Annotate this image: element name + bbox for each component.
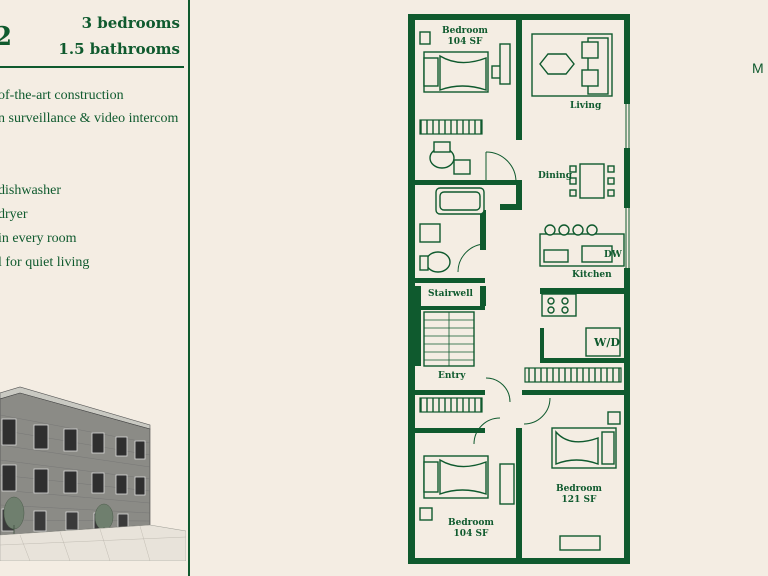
dishwasher-tag: DW (604, 250, 622, 260)
floor-plan: Bedroom 104 SF Living Dining Kitchen DW … (400, 8, 640, 570)
feature-item: l for quiet living (0, 255, 90, 270)
bedroom-top-label: Bedroom 104 SF (442, 26, 488, 48)
feature-item: dryer (0, 207, 28, 222)
feature-item: in every room (0, 231, 77, 246)
kitchen-label: Kitchen (572, 270, 612, 280)
bedroom-bottom-size: 104 SF (453, 529, 489, 539)
floor-plan-drawing (408, 14, 630, 564)
unit-info-panel: 2 3 bedrooms 1.5 bathrooms of-the-art co… (0, 0, 190, 576)
feature-item: dishwasher (0, 183, 61, 198)
bathroom-count: 1.5 bathrooms (58, 40, 180, 58)
bedroom-top-name: Bedroom (442, 26, 488, 36)
header-rule (0, 66, 184, 68)
bedroom-right-name: Bedroom (556, 484, 602, 494)
panel-divider (188, 0, 190, 576)
stairwell-label: Stairwell (428, 289, 473, 299)
washer-dryer-tag: W/D (594, 336, 620, 349)
bedroom-count: 3 bedrooms (81, 14, 180, 32)
feature-item: of-the-art construction (0, 88, 124, 103)
bedroom-top-size: 104 SF (447, 37, 483, 47)
bedroom-right-label: Bedroom 121 SF (556, 484, 602, 506)
entry-label: Entry (438, 371, 466, 381)
feature-item: n surveillance & video intercom (0, 111, 179, 126)
living-label: Living (570, 101, 602, 111)
bedroom-bottom-name: Bedroom (448, 518, 494, 528)
unit-number: 2 (0, 22, 13, 52)
bedroom-bottom-label: Bedroom 104 SF (448, 518, 494, 540)
building-illustration (0, 386, 186, 561)
bedroom-right-size: 121 SF (561, 495, 597, 505)
brand-mark: M (752, 60, 766, 76)
dining-label: Dining (538, 171, 573, 181)
